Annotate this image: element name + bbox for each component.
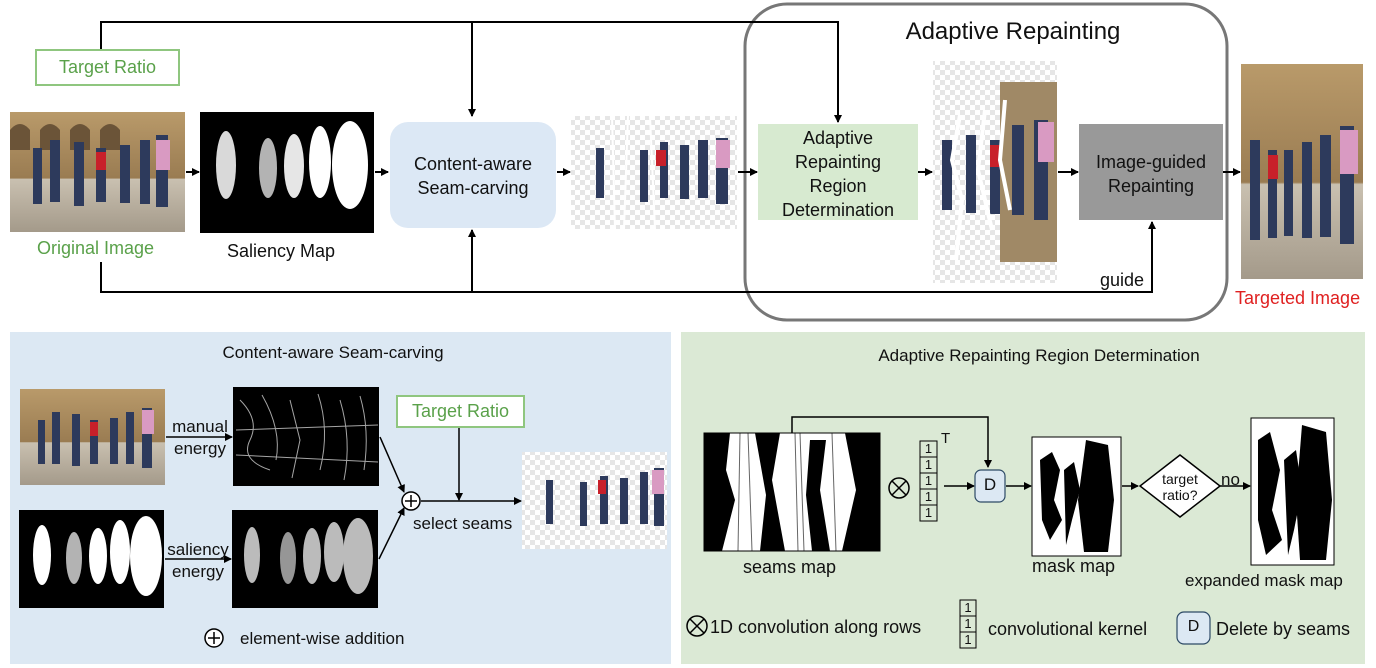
- legend-delete-symbol: D: [1187, 618, 1200, 635]
- adaptive-repainting-group: [743, 2, 1229, 322]
- adaptive-region-text: Adaptive Repainting Region Determination: [758, 126, 918, 222]
- expanded-mask-map-image: [1250, 417, 1335, 566]
- manual-line: manual: [172, 417, 228, 436]
- mask-map-label: mask map: [1032, 556, 1116, 576]
- lp-manual-energy-photo: [233, 387, 379, 486]
- transpose-label: T: [941, 430, 951, 447]
- kernel-value: 1: [924, 457, 933, 472]
- manual-energy-label: manual energy: [166, 416, 234, 460]
- region-line-1: Adaptive: [802, 128, 874, 148]
- targeted-image-label: Targeted Image: [1235, 288, 1361, 308]
- saliency-map-label: Saliency Map: [227, 241, 336, 261]
- lp-original-photo: [20, 389, 165, 485]
- target-ratio-label: Target Ratio: [58, 57, 157, 77]
- content-aware-seam-carving-text: Content-aware Seam-carving: [390, 152, 556, 200]
- legend-kernel-value: 1: [964, 616, 972, 631]
- legend-delete-label: Delete by seams: [1216, 619, 1351, 639]
- original-image-label: Original Image: [37, 238, 155, 258]
- mask-map-image: [1031, 436, 1122, 557]
- energy-line-1: energy: [174, 439, 226, 458]
- lp-target-ratio-box: Target Ratio: [396, 395, 525, 428]
- repaint-region-photo: [933, 61, 1057, 283]
- expanded-mask-map-label: expanded mask map: [1185, 571, 1343, 590]
- lp-output-photo: [522, 452, 667, 549]
- kernel-value: 1: [924, 489, 933, 504]
- region-line-2: Repainting: [794, 152, 882, 172]
- target-ratio-box: Target Ratio: [35, 49, 180, 86]
- kernel-value: 1: [924, 505, 933, 520]
- seam-carving-line-1: Content-aware: [413, 154, 533, 174]
- element-wise-addition-icon: [401, 491, 421, 511]
- kernel-value: 1: [924, 441, 933, 456]
- kernel-column: [919, 440, 938, 522]
- legend-conv-label: 1D convolution along rows: [710, 617, 922, 637]
- legend-kernel-label: convolutional kernel: [988, 619, 1148, 639]
- seam-carving-line-2: Seam-carving: [417, 178, 529, 198]
- energy-line-2: energy: [172, 562, 224, 581]
- lp-saliency-energy-photo: [232, 510, 378, 608]
- image-guided-line-1: Image-guided: [1095, 152, 1207, 172]
- targeted-image-photo: [1241, 64, 1363, 279]
- decision-line-2: ratio?: [1162, 487, 1198, 503]
- image-guided-line-2: Repainting: [1107, 176, 1195, 196]
- legend-kernel-value: 1: [964, 632, 972, 647]
- legend-kernel-column: [959, 599, 977, 649]
- saliency-map-photo: [200, 112, 374, 233]
- guide-label: guide: [1100, 270, 1145, 290]
- saliency-energy-label: saliency energy: [162, 539, 234, 583]
- original-image-photo: [10, 112, 185, 232]
- delete-symbol: D: [983, 475, 997, 494]
- convolution-icon: [888, 477, 910, 499]
- legend-kernel-value: 1: [964, 600, 972, 615]
- decision-line-1: target: [1162, 471, 1198, 487]
- seams-map-image: [703, 432, 881, 552]
- legend-addition-label: element-wise addition: [240, 629, 405, 648]
- legend-conv-icon: [686, 615, 708, 637]
- seam-carved-photo: [571, 115, 737, 230]
- kernel-values: 1 1 1 1 1: [920, 441, 937, 521]
- decision-text: target ratio?: [1140, 471, 1220, 503]
- adaptive-repainting-title: Adaptive Repainting: [905, 18, 1121, 45]
- region-panel-title: Adaptive Repainting Region Determination: [878, 346, 1200, 365]
- decision-diamond: [1138, 454, 1222, 518]
- lp-target-ratio-label: Target Ratio: [411, 401, 510, 421]
- content-aware-seam-carving-box: [390, 122, 556, 228]
- seam-carving-panel-title: Content-aware Seam-carving: [222, 343, 444, 362]
- legend-kernel-values: 1 1 1: [960, 600, 976, 648]
- saliency-line: saliency: [167, 540, 229, 559]
- kernel-value: 1: [924, 473, 933, 488]
- image-guided-text: Image-guided Repainting: [1079, 150, 1223, 198]
- lp-saliency-photo: [19, 510, 164, 608]
- legend-addition-icon: [204, 628, 224, 648]
- adaptive-region-box: [758, 124, 918, 220]
- delete-by-seams-box: [974, 469, 1006, 503]
- image-guided-repainting-box: [1079, 124, 1223, 220]
- no-label: no: [1221, 470, 1240, 489]
- legend-delete-box: [1176, 611, 1211, 645]
- region-line-3: Region: [809, 176, 867, 196]
- seams-map-label: seams map: [743, 557, 837, 577]
- select-seams-label: select seams: [413, 514, 513, 533]
- region-line-4: Determination: [781, 200, 895, 220]
